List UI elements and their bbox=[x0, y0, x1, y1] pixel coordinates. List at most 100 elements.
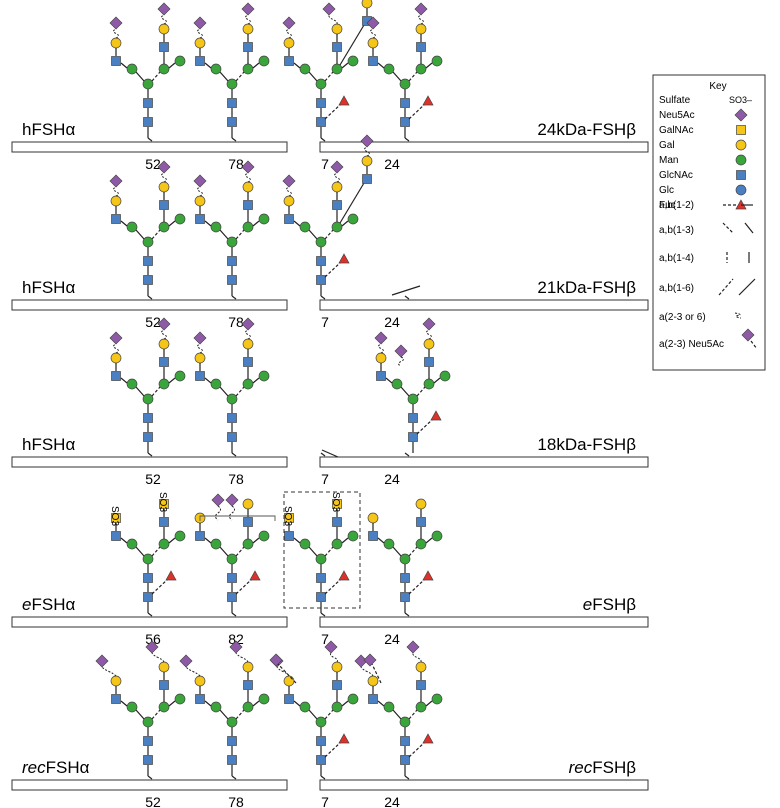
glcnac-square-icon bbox=[243, 42, 253, 52]
glycosylation-site-number: 7 bbox=[321, 471, 329, 487]
man-circle-icon bbox=[210, 221, 222, 233]
linkage-label: a(2-3) Neu5Ac bbox=[659, 339, 724, 350]
glycosylation-site-number: 7 bbox=[321, 631, 329, 647]
linkage-label: a,b(1-2) bbox=[659, 200, 694, 211]
glcnac-square-icon bbox=[284, 56, 294, 66]
man-circle-icon bbox=[331, 701, 343, 713]
linkage-dashed bbox=[416, 386, 426, 397]
glycosylation-site-number: 82 bbox=[228, 631, 244, 647]
man-circle-icon bbox=[399, 553, 411, 565]
glcnac-square-icon bbox=[195, 694, 205, 704]
man-circle-icon bbox=[226, 78, 238, 90]
neu5ac-diamond-icon bbox=[179, 654, 193, 668]
linkage-dashed bbox=[151, 71, 161, 82]
glcnac-square-icon bbox=[159, 357, 169, 367]
gal-circle-icon bbox=[158, 338, 170, 350]
linkage-solid bbox=[391, 285, 421, 296]
gal-circle-icon bbox=[110, 37, 122, 49]
linkage-solid bbox=[135, 546, 145, 557]
alpha-name: hFSHα bbox=[22, 278, 75, 297]
linkage-squiggle bbox=[734, 312, 742, 319]
linkage-solid bbox=[341, 700, 349, 707]
linkage-solid bbox=[404, 295, 410, 300]
glcnac-square-icon bbox=[332, 680, 342, 690]
linkage-solid bbox=[120, 537, 128, 544]
linkage-dashed bbox=[324, 261, 342, 278]
man-circle-icon bbox=[299, 221, 311, 233]
glcnac-square-icon bbox=[284, 531, 294, 541]
linkage-dashed bbox=[151, 229, 161, 240]
glcnac-square-icon bbox=[227, 413, 237, 423]
glcnac-square-icon bbox=[316, 117, 326, 127]
linkage-solid bbox=[168, 220, 176, 227]
glycosylation-site-number: 52 bbox=[145, 471, 161, 487]
gal-circle-icon bbox=[361, 0, 373, 9]
linkage-solid bbox=[147, 295, 153, 300]
neu5ac-diamond-icon bbox=[241, 317, 255, 331]
beta-chain-label: recFSHβ bbox=[569, 758, 637, 777]
neu5ac-diamond-icon bbox=[366, 16, 380, 30]
glcnac-square-icon bbox=[316, 755, 326, 765]
linkage-solid bbox=[308, 71, 318, 82]
linkage-squiggle bbox=[161, 329, 167, 340]
neu5ac-diamond-icon bbox=[322, 2, 336, 16]
glcnac-square-icon bbox=[227, 755, 237, 765]
neu5ac-diamond-icon bbox=[374, 331, 388, 345]
man-circle-icon bbox=[431, 55, 443, 67]
linkage-squiggle bbox=[245, 172, 251, 183]
linkage-solid bbox=[744, 222, 754, 234]
beta-chain-bar bbox=[319, 299, 649, 311]
linkage-squiggle bbox=[113, 186, 119, 197]
linkage-squiggle bbox=[113, 28, 119, 39]
glcnac-square-icon bbox=[316, 573, 326, 583]
glycosylation-site-number: 24 bbox=[384, 794, 400, 808]
man-circle-icon bbox=[315, 716, 327, 728]
key-title: Key bbox=[709, 81, 726, 92]
neu5ac-diamond-icon bbox=[145, 640, 159, 654]
man-circle-icon bbox=[242, 378, 254, 390]
linkage-solid bbox=[738, 278, 756, 296]
galnac-square-icon bbox=[332, 499, 342, 509]
linkage-solid bbox=[204, 377, 212, 384]
linkage-squiggle bbox=[151, 652, 165, 663]
glcnac-square-icon bbox=[736, 170, 746, 180]
beta-prefix: e bbox=[583, 595, 592, 614]
linkage-squiggle bbox=[101, 666, 117, 677]
glcnac-square-icon bbox=[416, 42, 426, 52]
alpha-prefix: rec bbox=[22, 758, 46, 777]
glycosylation-site-number: 78 bbox=[228, 794, 244, 808]
linkage-squiggle bbox=[229, 505, 235, 521]
beta-name: FSHβ bbox=[592, 758, 636, 777]
linkage-squiggle bbox=[113, 343, 119, 354]
linkage-solid bbox=[320, 612, 326, 617]
glcnac-square-icon bbox=[143, 117, 153, 127]
man-circle-icon bbox=[242, 221, 254, 233]
linkage-label: a,b(1-3) bbox=[659, 225, 694, 236]
gal-circle-icon bbox=[423, 338, 435, 350]
linkage-solid bbox=[231, 775, 237, 780]
glcnac-square-icon bbox=[408, 432, 418, 442]
glcnac-square-icon bbox=[111, 56, 121, 66]
key-label: Neu5Ac bbox=[659, 110, 695, 121]
beta-chain-label: 21kDa-FSHβ bbox=[537, 278, 636, 297]
linkage-dashed bbox=[235, 578, 253, 595]
linkage-solid bbox=[252, 700, 260, 707]
linkage-solid bbox=[135, 386, 145, 397]
gal-circle-icon bbox=[367, 37, 379, 49]
linkage-solid bbox=[135, 709, 145, 720]
key-label: Man bbox=[659, 155, 678, 166]
beta-chain-label: 18kDa-FSHβ bbox=[537, 435, 636, 454]
key-box bbox=[652, 74, 766, 371]
linkage-solid bbox=[377, 537, 385, 544]
glcnac-square-icon bbox=[243, 680, 253, 690]
linkage-solid bbox=[400, 386, 410, 397]
linkage-solid bbox=[341, 537, 349, 544]
linkage-dashed bbox=[324, 103, 342, 120]
linkage-solid bbox=[341, 220, 349, 227]
linkage-solid bbox=[219, 386, 229, 397]
linkage-dashed bbox=[235, 386, 245, 397]
glcnac-square-icon bbox=[316, 98, 326, 108]
linkage-solid bbox=[168, 537, 176, 544]
glcnac-square-icon bbox=[195, 531, 205, 541]
neu5ac-diamond-icon bbox=[241, 2, 255, 16]
